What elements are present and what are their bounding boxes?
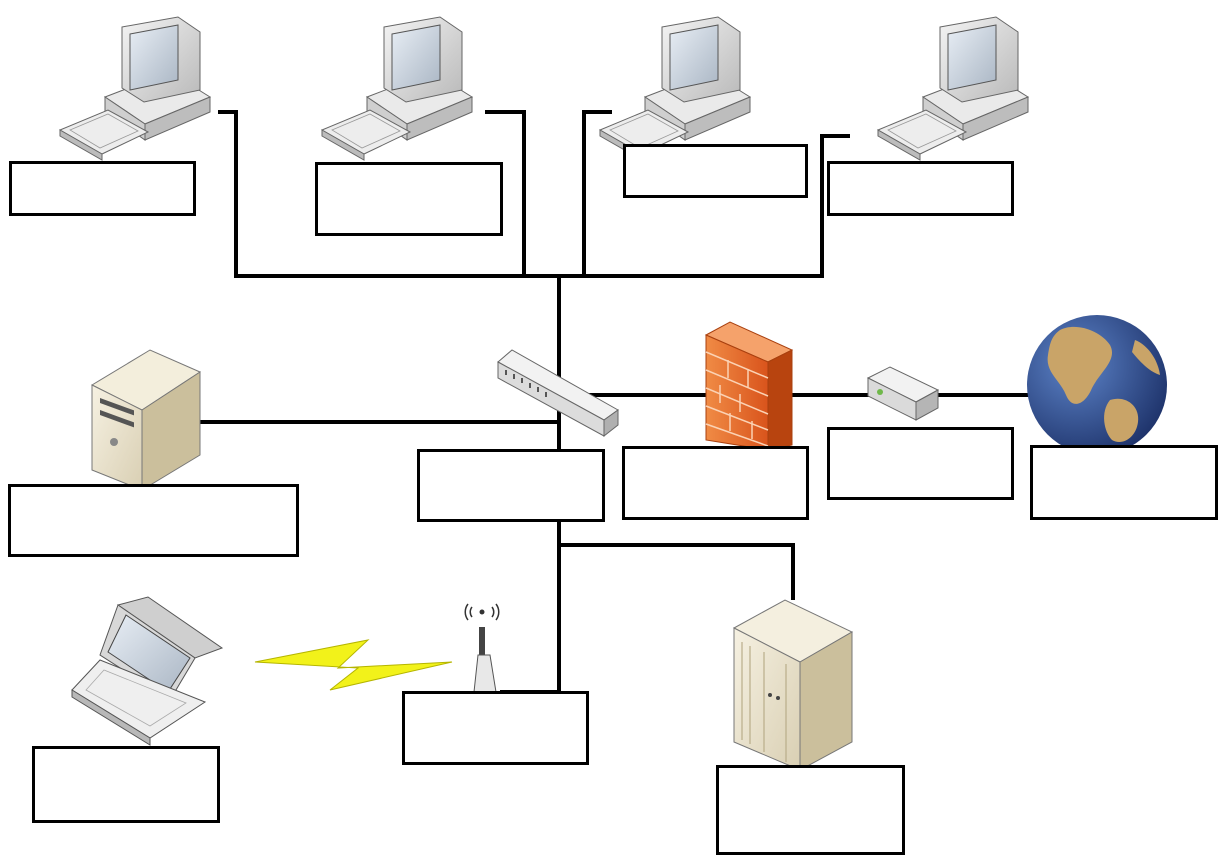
label-router[interactable]: [827, 427, 1014, 500]
label-switch[interactable]: [417, 449, 605, 522]
label-workstation-2[interactable]: [315, 162, 503, 236]
label-firewall[interactable]: [622, 446, 809, 520]
label-workstation-3[interactable]: [623, 144, 808, 198]
label-server[interactable]: [8, 484, 299, 557]
network-cables: [200, 110, 1032, 694]
laptop-icon: [71, 596, 224, 746]
cable-mainframe: [559, 543, 795, 600]
tower-server-icon: [90, 349, 202, 491]
cable-workstation-2: [485, 110, 526, 276]
wireless-signal-icon: [254, 639, 453, 691]
label-mainframe[interactable]: [716, 765, 905, 855]
desktop-computer-icon: [59, 16, 211, 161]
desktop-computer-icon: [599, 16, 751, 161]
label-laptop[interactable]: [32, 746, 220, 823]
label-internet[interactable]: [1030, 445, 1218, 520]
mainframe-server-icon: [732, 599, 854, 771]
cable-workstation-1: [218, 110, 850, 278]
desktop-computer-icon: [877, 16, 1029, 161]
desktop-computer-icon: [321, 16, 473, 161]
globe-icon: [1027, 315, 1167, 455]
label-workstation-4[interactable]: [827, 161, 1014, 216]
router-icon: [866, 366, 940, 421]
cable-workstation-3: [582, 110, 612, 276]
wireless-access-point-icon: [464, 603, 500, 693]
network-switch-icon: [497, 349, 619, 438]
brick-firewall-icon: [704, 321, 794, 451]
label-workstation-1[interactable]: [9, 161, 196, 216]
label-access-point[interactable]: [402, 691, 589, 765]
